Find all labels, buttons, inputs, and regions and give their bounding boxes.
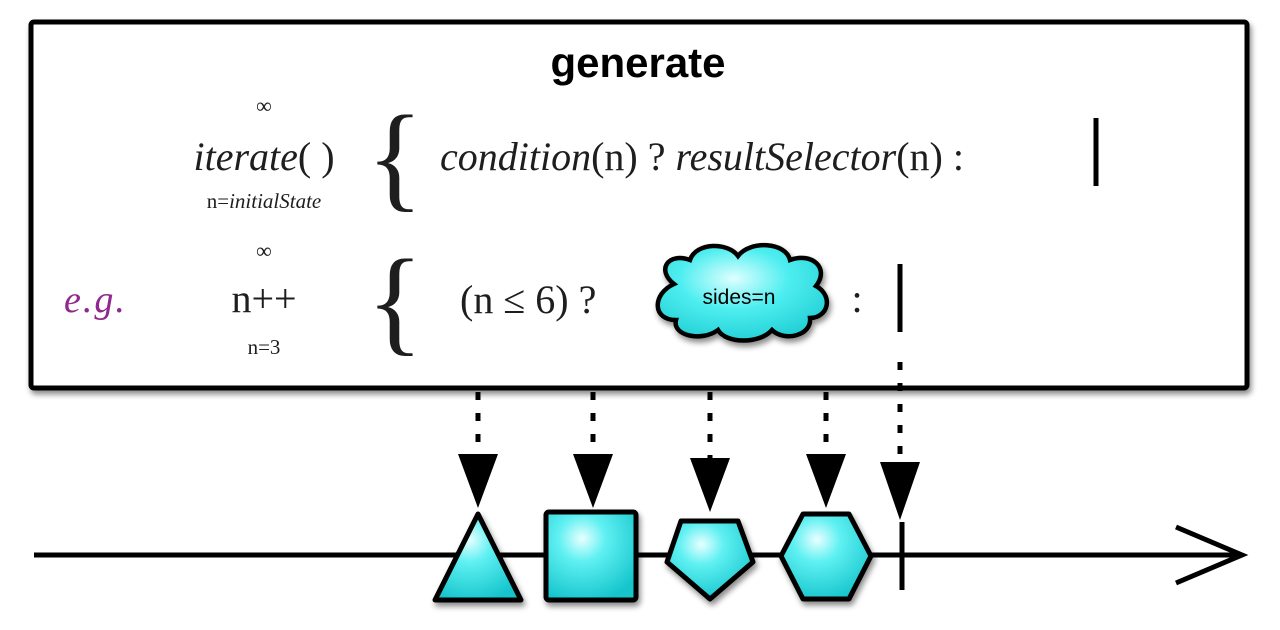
emission-arrows <box>475 362 903 462</box>
arrow-heads <box>458 454 920 520</box>
emitted-items <box>432 509 874 603</box>
emitted-square <box>543 509 639 603</box>
definition-infinity: ∞ <box>256 93 272 118</box>
definition-brace: { <box>367 91 424 222</box>
result-selector-text: resultSelector <box>676 134 897 179</box>
iterate-parens: ( ) <box>298 134 335 179</box>
subscript-prefix: n= <box>207 189 229 213</box>
emitted-pentagon <box>664 518 756 602</box>
definition-body: condition(n) ? resultSelector(n) : <box>440 134 964 179</box>
example-colon: : <box>851 276 862 321</box>
example-infinity: ∞ <box>256 238 272 263</box>
definition-subscript: n=initialState <box>207 189 322 213</box>
arrowhead-hexagon <box>806 454 846 508</box>
example-increment: n++ <box>231 276 296 321</box>
condition-arg: (n) <box>591 134 638 179</box>
arrowhead-triangle <box>458 454 498 508</box>
question-mark: ? <box>638 134 676 179</box>
example-brace: { <box>367 235 424 366</box>
definition-colon: : <box>943 134 964 179</box>
subscript-initial-state: initialState <box>229 189 321 213</box>
iterate-function: iterate <box>193 134 297 179</box>
arrowhead-pentagon <box>690 458 730 512</box>
example-label: e.g. <box>64 279 127 321</box>
cloud-shape <box>655 242 830 343</box>
example-condition: (n ≤ 6) ? <box>460 277 596 322</box>
cloud-label: sides=n <box>703 286 776 309</box>
definition-iterate: iterate( ) <box>193 134 334 179</box>
result-selector-arg: (n) <box>896 134 943 179</box>
emitted-hexagon <box>778 511 874 602</box>
arrowhead-completion <box>880 462 920 520</box>
example-subscript: n=3 <box>248 335 281 359</box>
operator-title: generate <box>550 39 725 86</box>
emitted-triangle <box>432 511 524 603</box>
arrowhead-square <box>573 454 613 508</box>
timeline-arrowhead <box>1175 524 1249 586</box>
condition-text: condition <box>440 134 591 179</box>
operator-box <box>28 19 1250 391</box>
result-selector-cloud: sides=n <box>655 242 830 343</box>
